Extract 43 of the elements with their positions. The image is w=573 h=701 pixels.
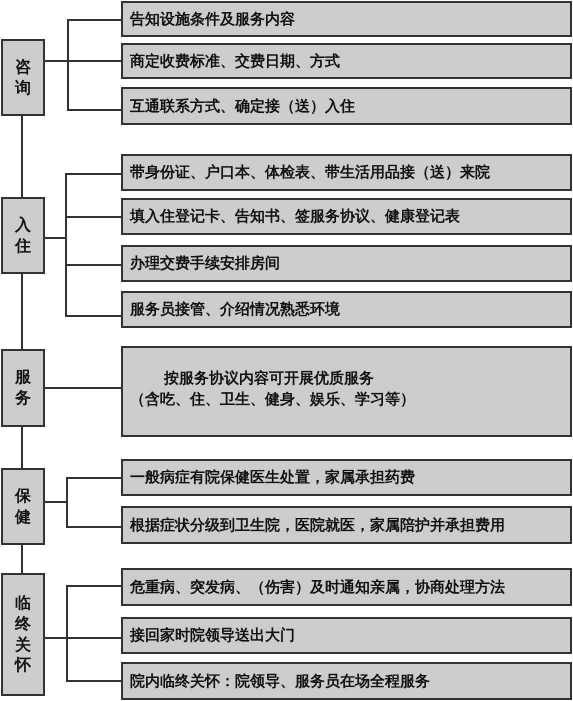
step-box (121, 43, 572, 79)
step-text: 接回家时院领导送出大门 (130, 625, 295, 646)
step-text: 商定收费标准、交费日期、方式 (130, 50, 340, 72)
step-box (121, 568, 572, 606)
stage-label: 咨询 (15, 56, 31, 98)
stage-label: 入住 (15, 214, 31, 256)
step-text: 互通联系方式、确定接（送）入住 (130, 96, 355, 116)
stage-box (1, 39, 45, 116)
stage-box (1, 573, 45, 696)
stage-label: 服务 (15, 367, 31, 409)
step-box (121, 198, 572, 235)
connector-line (45, 60, 121, 111)
stage-box (1, 468, 45, 545)
step-box (121, 87, 572, 125)
step-box (121, 1, 572, 37)
step-box (121, 459, 572, 496)
step-text: 一般病症有院保健医生处置，家属承担药费 (130, 467, 415, 488)
step-box (121, 291, 572, 328)
stage-box (1, 349, 45, 427)
step-text: 院内临终关怀：院领导、服务员在场全程服务 (130, 670, 430, 692)
step-text: 危重病、突发病、（伤害）及时通知亲属，协商处理方法 (130, 576, 505, 598)
connector-line (21, 427, 23, 468)
step-box (121, 506, 572, 544)
step-text: （含吃、住、卫生、健身、娱乐、学习等） (130, 389, 415, 410)
step-box (121, 346, 572, 437)
step-box (121, 245, 572, 282)
step-text: 带身份证、户口本、体检表、带生活用品接（送）来院 (130, 162, 490, 183)
step-text: 服务员接管、介绍情况熟悉环境 (130, 299, 340, 320)
step-text: 填入住登记卡、告知书、签服务协议、健康登记表 (130, 206, 460, 227)
stage-label: 临终关怀 (15, 592, 31, 676)
connector-line (21, 545, 23, 573)
step-box (121, 154, 572, 191)
stage-label: 保健 (15, 486, 31, 528)
connector-line (21, 274, 23, 349)
connector-line (21, 116, 23, 197)
stage-box (1, 197, 45, 274)
step-text: 根据症状分级到卫生院，医院就医，家属陪护并承担费用 (130, 514, 505, 536)
connector-line (45, 387, 121, 389)
step-box (121, 662, 572, 700)
step-text: 按服务协议内容可开展优质服务 (164, 368, 374, 389)
step-text: 告知设施条件及服务内容 (130, 8, 295, 30)
step-box (121, 617, 572, 654)
step-text: 办理交费手续安排房间 (130, 253, 280, 274)
